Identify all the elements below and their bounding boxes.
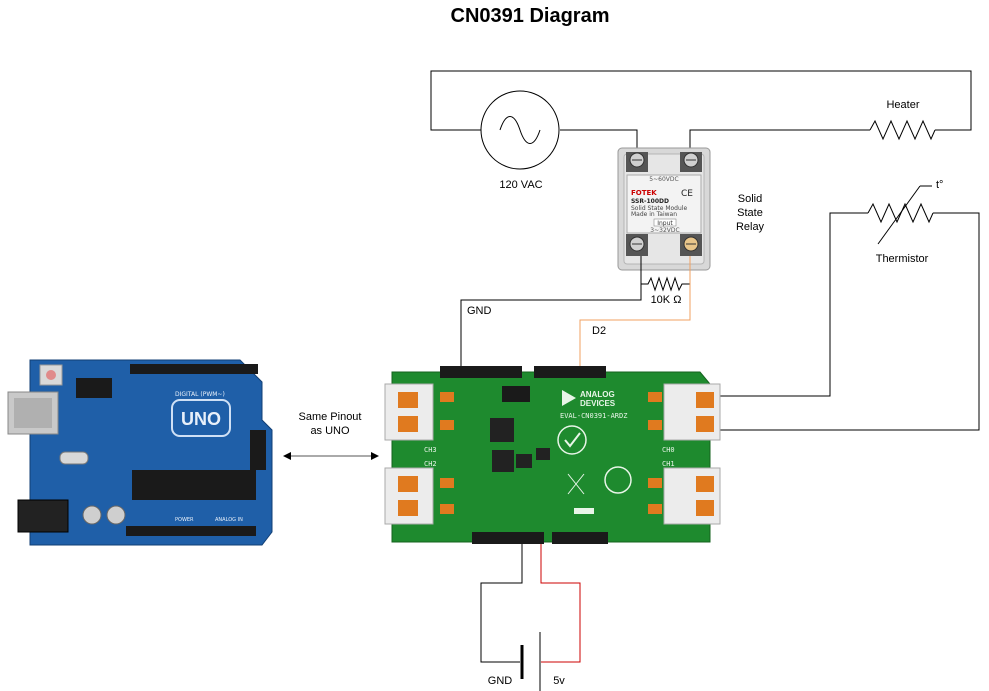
supply-gnd-wire (480, 544, 523, 663)
uno-digital-label: DIGITAL (PWM~) (175, 391, 225, 398)
ac-source-symbol (480, 90, 560, 170)
thermistor-label: Thermistor (876, 253, 929, 265)
d2-label: D2 (592, 325, 606, 337)
gnd-top-label: GND (467, 305, 492, 317)
shield-brand-line2: DEVICES (580, 399, 616, 408)
resistor-label: 10K Ω (651, 294, 682, 306)
ten-k-resistor-symbol (640, 256, 690, 292)
thermistor-symbol (867, 185, 934, 245)
relay-label-line2: State (737, 207, 763, 219)
heater-resistor-symbol (869, 119, 936, 141)
gnd-bottom-label: GND (488, 675, 513, 687)
thermistor-wire-plus (711, 212, 868, 400)
relay-input-label: Input (657, 220, 673, 227)
supply-5v-wire (540, 544, 581, 663)
d2-wire (579, 256, 691, 368)
relay-description: Solid State Module (631, 205, 687, 212)
relay-input-range: 3~32VDC (650, 227, 679, 234)
uno-power-label: POWER (175, 517, 194, 523)
pinout-label-line1: Same Pinout (299, 411, 362, 423)
battery-symbol (520, 632, 541, 691)
ac-loop-wires (430, 70, 972, 155)
arduino-uno-board: UNO DIGITAL (PWM~) POWER ANALOG IN (7, 359, 273, 546)
ac-source-label: 120 VAC (499, 179, 542, 191)
shield-channel-ch2: CH2 (424, 460, 437, 468)
shield-board-id: EVAL-CN0391-ARDZ (560, 412, 627, 420)
pinout-label-line2: as UNO (310, 425, 350, 437)
cn0391-shield-board: ANALOG DEVICES EVAL-CN0391-ARDZ CH3 CH2 … (384, 366, 721, 544)
shield-channel-ch1: CH1 (662, 460, 675, 468)
relay-origin: Made in Taiwan (631, 211, 677, 218)
supply-5v-label: 5v (553, 675, 565, 687)
shield-channel-ch3: CH3 (424, 446, 437, 454)
relay-label-line1: Solid (738, 193, 762, 205)
thermistor-temp-label: t° (936, 179, 943, 191)
diagram-title: CN0391 Diagram (451, 5, 610, 27)
relay-label-line3: Relay (736, 221, 765, 233)
relay-brand: FOTEK (631, 189, 657, 197)
relay-ce-mark: CE (681, 189, 693, 199)
gnd-wire (460, 284, 642, 368)
thermistor-wire-minus (711, 212, 980, 434)
uno-board-label: UNO (181, 409, 221, 429)
uno-analog-label: ANALOG IN (215, 517, 243, 523)
heater-label: Heater (886, 99, 919, 111)
relay-model: SSR-100DD (631, 198, 669, 205)
solid-state-relay: 5~60VDC FOTEK SSR-100DD Solid State Modu… (617, 147, 711, 271)
shield-brand-line1: ANALOG (580, 390, 615, 399)
shield-channel-ch0: CH0 (662, 446, 675, 454)
relay-output-range: 5~60VDC (649, 176, 678, 183)
